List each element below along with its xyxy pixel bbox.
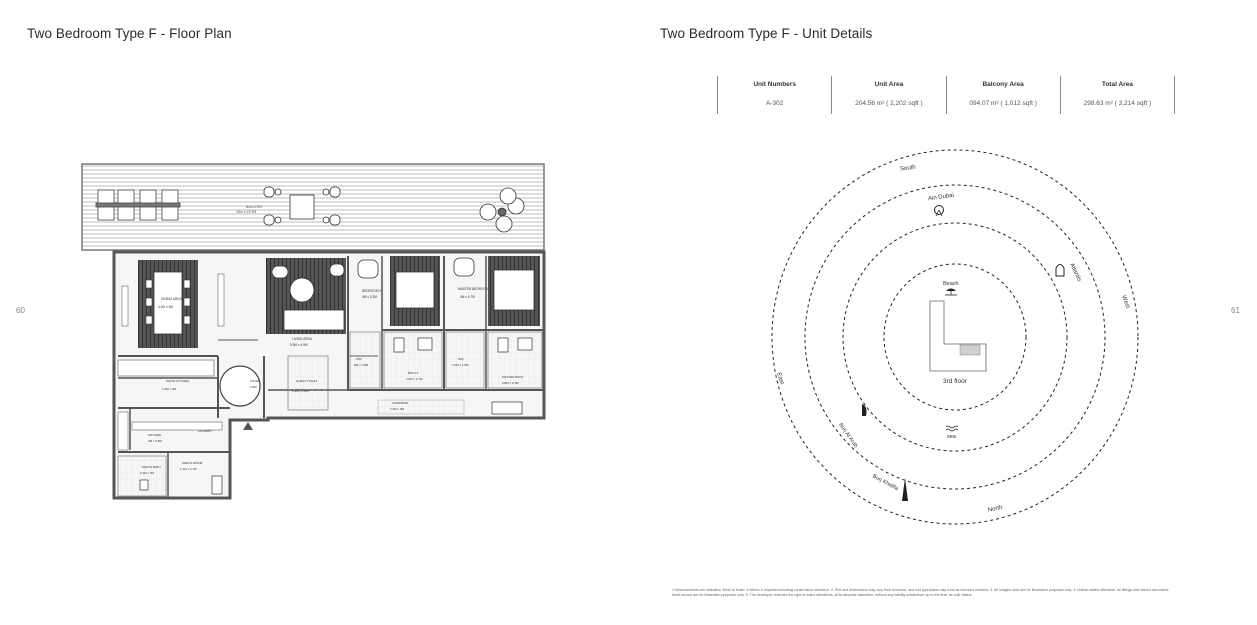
atlantis-label: Atlantis	[1068, 262, 1082, 282]
maids-room-label: MAID'S ROOM	[182, 461, 203, 465]
kitchen-label: KITCHEN	[148, 433, 161, 437]
floor-label: 3rd floor	[943, 378, 968, 385]
wic2-label: WIC	[458, 357, 465, 361]
wic1-size: 2M x 1.9M	[354, 363, 369, 367]
bedroom2-size: 4M x 3.3M	[362, 295, 377, 299]
atlantis-icon	[1055, 264, 1065, 277]
master-bedroom-size: 4M x 4.7M	[460, 295, 475, 299]
orientation-diagram: 3rd floor South West North East Ain Duba…	[771, 149, 1139, 525]
living-label: LIVING AREA	[292, 337, 313, 341]
page-number-left: 60	[16, 306, 25, 315]
balcony-area-column: Balcony Area 094.07 m² ( 1,012 sqft )	[945, 76, 1060, 114]
laundry-label: LAUNDRY	[198, 429, 212, 433]
table-value: 204.56 m² ( 2,202 sqft )	[855, 100, 923, 107]
orientation-rings	[771, 149, 1139, 525]
show-kitchen-size: 2.4M x 3M	[162, 387, 177, 391]
footnote: 1.Measurements are indicative 'finish to…	[672, 588, 1169, 597]
balcony-label: BALCONY	[246, 205, 263, 209]
show-kitchen-label: SHOW KITCHEN	[166, 379, 189, 383]
floor-plan: BALCONY 26m x 22.9M DINING AREA	[81, 163, 546, 500]
master-bedroom-label: MASTER BEDROOM	[458, 287, 489, 291]
master-bath-label: MASTER BATH	[502, 375, 523, 379]
bath-areas	[117, 331, 543, 497]
west-label: West	[1120, 295, 1130, 310]
table-header: Unit Area	[874, 81, 904, 88]
ain-dubai-label: Ain Dubai	[928, 193, 955, 203]
balcony: BALCONY 26m x 22.9M	[81, 163, 545, 251]
table-value: 094.07 m² ( 1,012 sqft )	[969, 100, 1037, 107]
maids-bath-size: 2.1M x 3M	[140, 471, 155, 475]
corridor-label: CORRIDOR	[392, 401, 409, 405]
table-header: Balcony Area	[982, 81, 1024, 88]
table-header: Total Area	[1101, 81, 1133, 88]
foyer-label: FOYER	[250, 379, 261, 383]
dining-label: DINING AREA	[161, 297, 182, 301]
living-area: LIVING AREA 5.9M x 4.9M	[266, 258, 346, 347]
table-value: 298.63 m² ( 3,214 sqft )	[1083, 100, 1152, 107]
south-label: South	[900, 165, 916, 173]
building-footprint: 3rd floor	[929, 300, 987, 385]
maids-bath-label: MAID'S BATH	[142, 465, 161, 469]
bedroom-2: BEDROOM 2 4M x 3.3M	[357, 256, 440, 326]
dining-size: 4.2M x 3M	[158, 305, 173, 309]
sea-waves-icon	[945, 425, 959, 432]
master-bedroom: MASTER BEDROOM 4M x 4.7M	[453, 256, 540, 326]
balcony-size: 26m x 22.9M	[236, 210, 256, 214]
bath2-size: 2.6M x 2.7M	[406, 377, 423, 381]
beach-label: Beach	[943, 281, 959, 287]
unit-details-table: Unit Numbers A-302 Unit Area 204.56 m² (…	[717, 76, 1175, 114]
corridor-size: 7.2M x 3M	[390, 407, 405, 411]
unit-details-title: Two Bedroom Type F - Unit Details	[660, 26, 873, 41]
page-number-right: 61	[1231, 306, 1240, 315]
maids-room-size: 1.1M x 2.7M	[180, 467, 197, 471]
guest-toilet-label: GUEST TOILET	[296, 379, 318, 383]
guest-toilet-size: 2.9M x 1.8M	[292, 389, 309, 393]
dining-area: DINING AREA 4.2M x 3M	[121, 260, 225, 348]
burj-al-arab-icon	[862, 404, 867, 416]
total-area-column: Total Area 298.63 m² ( 3,214 sqft )	[1059, 76, 1175, 114]
ferris-wheel-icon	[934, 205, 944, 217]
table-header: Unit Numbers	[753, 81, 796, 88]
table-value: A-302	[765, 100, 784, 107]
north-label: North	[987, 505, 1003, 514]
burj-khalifa-label: Burj Khalifa	[871, 474, 899, 493]
wic1-label: WIC	[356, 357, 363, 361]
bath2-label: BATH 2	[408, 371, 419, 375]
foyer-size: 2.9M	[250, 385, 257, 389]
kitchen-size: 2M x 5.6M	[148, 439, 163, 443]
beach-umbrella-icon	[945, 288, 957, 296]
floor-plan-title: Two Bedroom Type F - Floor Plan	[27, 26, 232, 41]
living-size: 5.9M x 4.9M	[290, 343, 308, 347]
wic2-size: 4.2M x 1.6M	[452, 363, 469, 367]
bedroom2-label: BEDROOM 2	[362, 289, 381, 293]
sea-label: sea	[947, 434, 957, 440]
burj-khalifa-icon	[902, 478, 908, 501]
unit-area-column: Unit Area 204.56 m² ( 2,202 sqft )	[831, 76, 945, 114]
east-label: East	[775, 372, 785, 386]
master-bath-size: 2.8M x 2.3M	[502, 381, 519, 385]
service-areas	[117, 355, 465, 451]
unit-numbers-column: Unit Numbers A-302	[717, 76, 831, 114]
